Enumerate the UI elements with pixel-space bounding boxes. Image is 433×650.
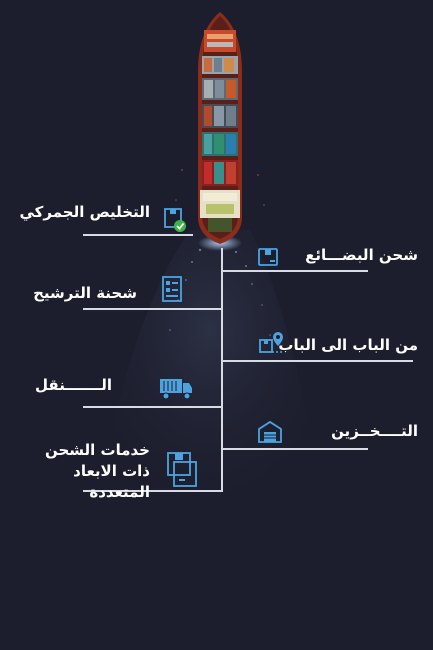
warehouse-icon [257,420,283,444]
connector-line-multi-dimension [83,490,223,492]
connector-trunk [221,248,223,492]
multi-dimension-box-icon [165,450,199,488]
service-label-transport[interactable]: الـــــــنقل [35,376,112,394]
cargo-box-icon [256,245,280,269]
service-label-cargo-shipping[interactable]: شحن البضـــائع [305,246,418,264]
connector-line-cargo [223,270,368,272]
container-ship-image [198,12,242,244]
door-to-door-location-icon [258,330,286,356]
connector-line-document [83,308,223,310]
connector-line-customs [83,234,193,236]
customs-clearance-icon [163,207,187,233]
connector-line-door [223,360,413,362]
service-label-storage[interactable]: التــــخــزين [331,422,418,440]
connector-line-transport [83,406,223,408]
service-label-multi-dimension-shipping[interactable]: خدمات الشحن ذات الابعاد المتعددة [44,441,150,501]
shipment-document-icon [161,275,185,303]
service-label-customs-clearance[interactable]: التخليص الجمركي [19,203,150,221]
service-label-filtered-shipment[interactable]: شحنة الترشيح [33,284,137,302]
connector-line-storage [223,448,368,450]
service-label-door-to-door[interactable]: من الباب الى الباب [278,336,418,354]
truck-icon [158,376,194,402]
